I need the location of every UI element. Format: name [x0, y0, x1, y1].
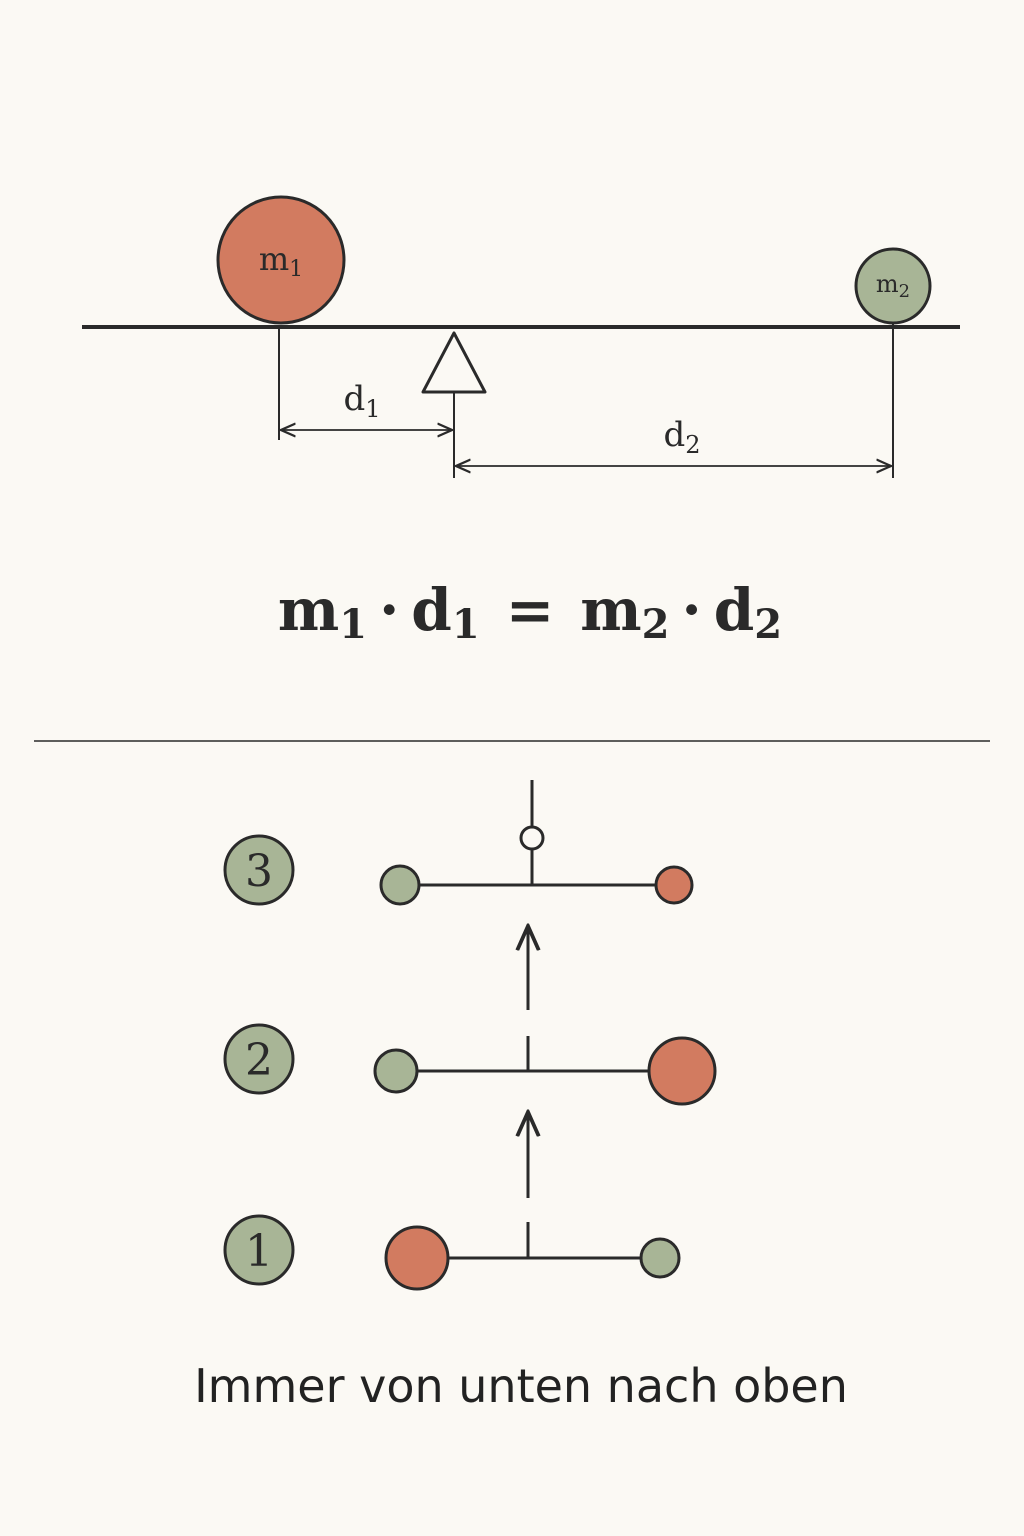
step-3-left-ball — [379, 864, 421, 906]
fulcrum-triangle-icon — [421, 331, 487, 394]
mass-1-ball — [216, 195, 346, 325]
step-2-row: 2 — [223, 1023, 717, 1106]
step-2-number: 2 — [245, 1035, 273, 1086]
caption: Immer von unten nach oben — [194, 1359, 848, 1413]
step-1-left-ball — [384, 1225, 450, 1291]
mass-2-label: m2 — [876, 270, 910, 302]
distance-1-label: d1 — [343, 379, 380, 423]
pivot-ring-icon — [519, 825, 545, 851]
step-2-right-ball — [647, 1036, 717, 1106]
step-1-row: 1 — [223, 1214, 681, 1291]
step-3-right-ball — [654, 865, 694, 905]
mass-1-label: m1 — [259, 240, 303, 282]
balance-formula: m1·d1=m2·d2 — [278, 576, 782, 648]
step-1-number: 1 — [245, 1226, 273, 1277]
step-2-left-ball — [373, 1048, 419, 1094]
step-3-number-badge — [223, 834, 295, 906]
step-1-number-badge — [223, 1214, 295, 1286]
step-3-number: 3 — [245, 846, 273, 897]
step-3-row: 3 — [223, 834, 694, 906]
step-2-number-badge — [223, 1023, 295, 1095]
step-1-right-ball — [639, 1237, 681, 1279]
distance-2-label: d2 — [663, 415, 700, 459]
balance-beam-group: m1 m2 d1 d2 — [82, 195, 960, 478]
